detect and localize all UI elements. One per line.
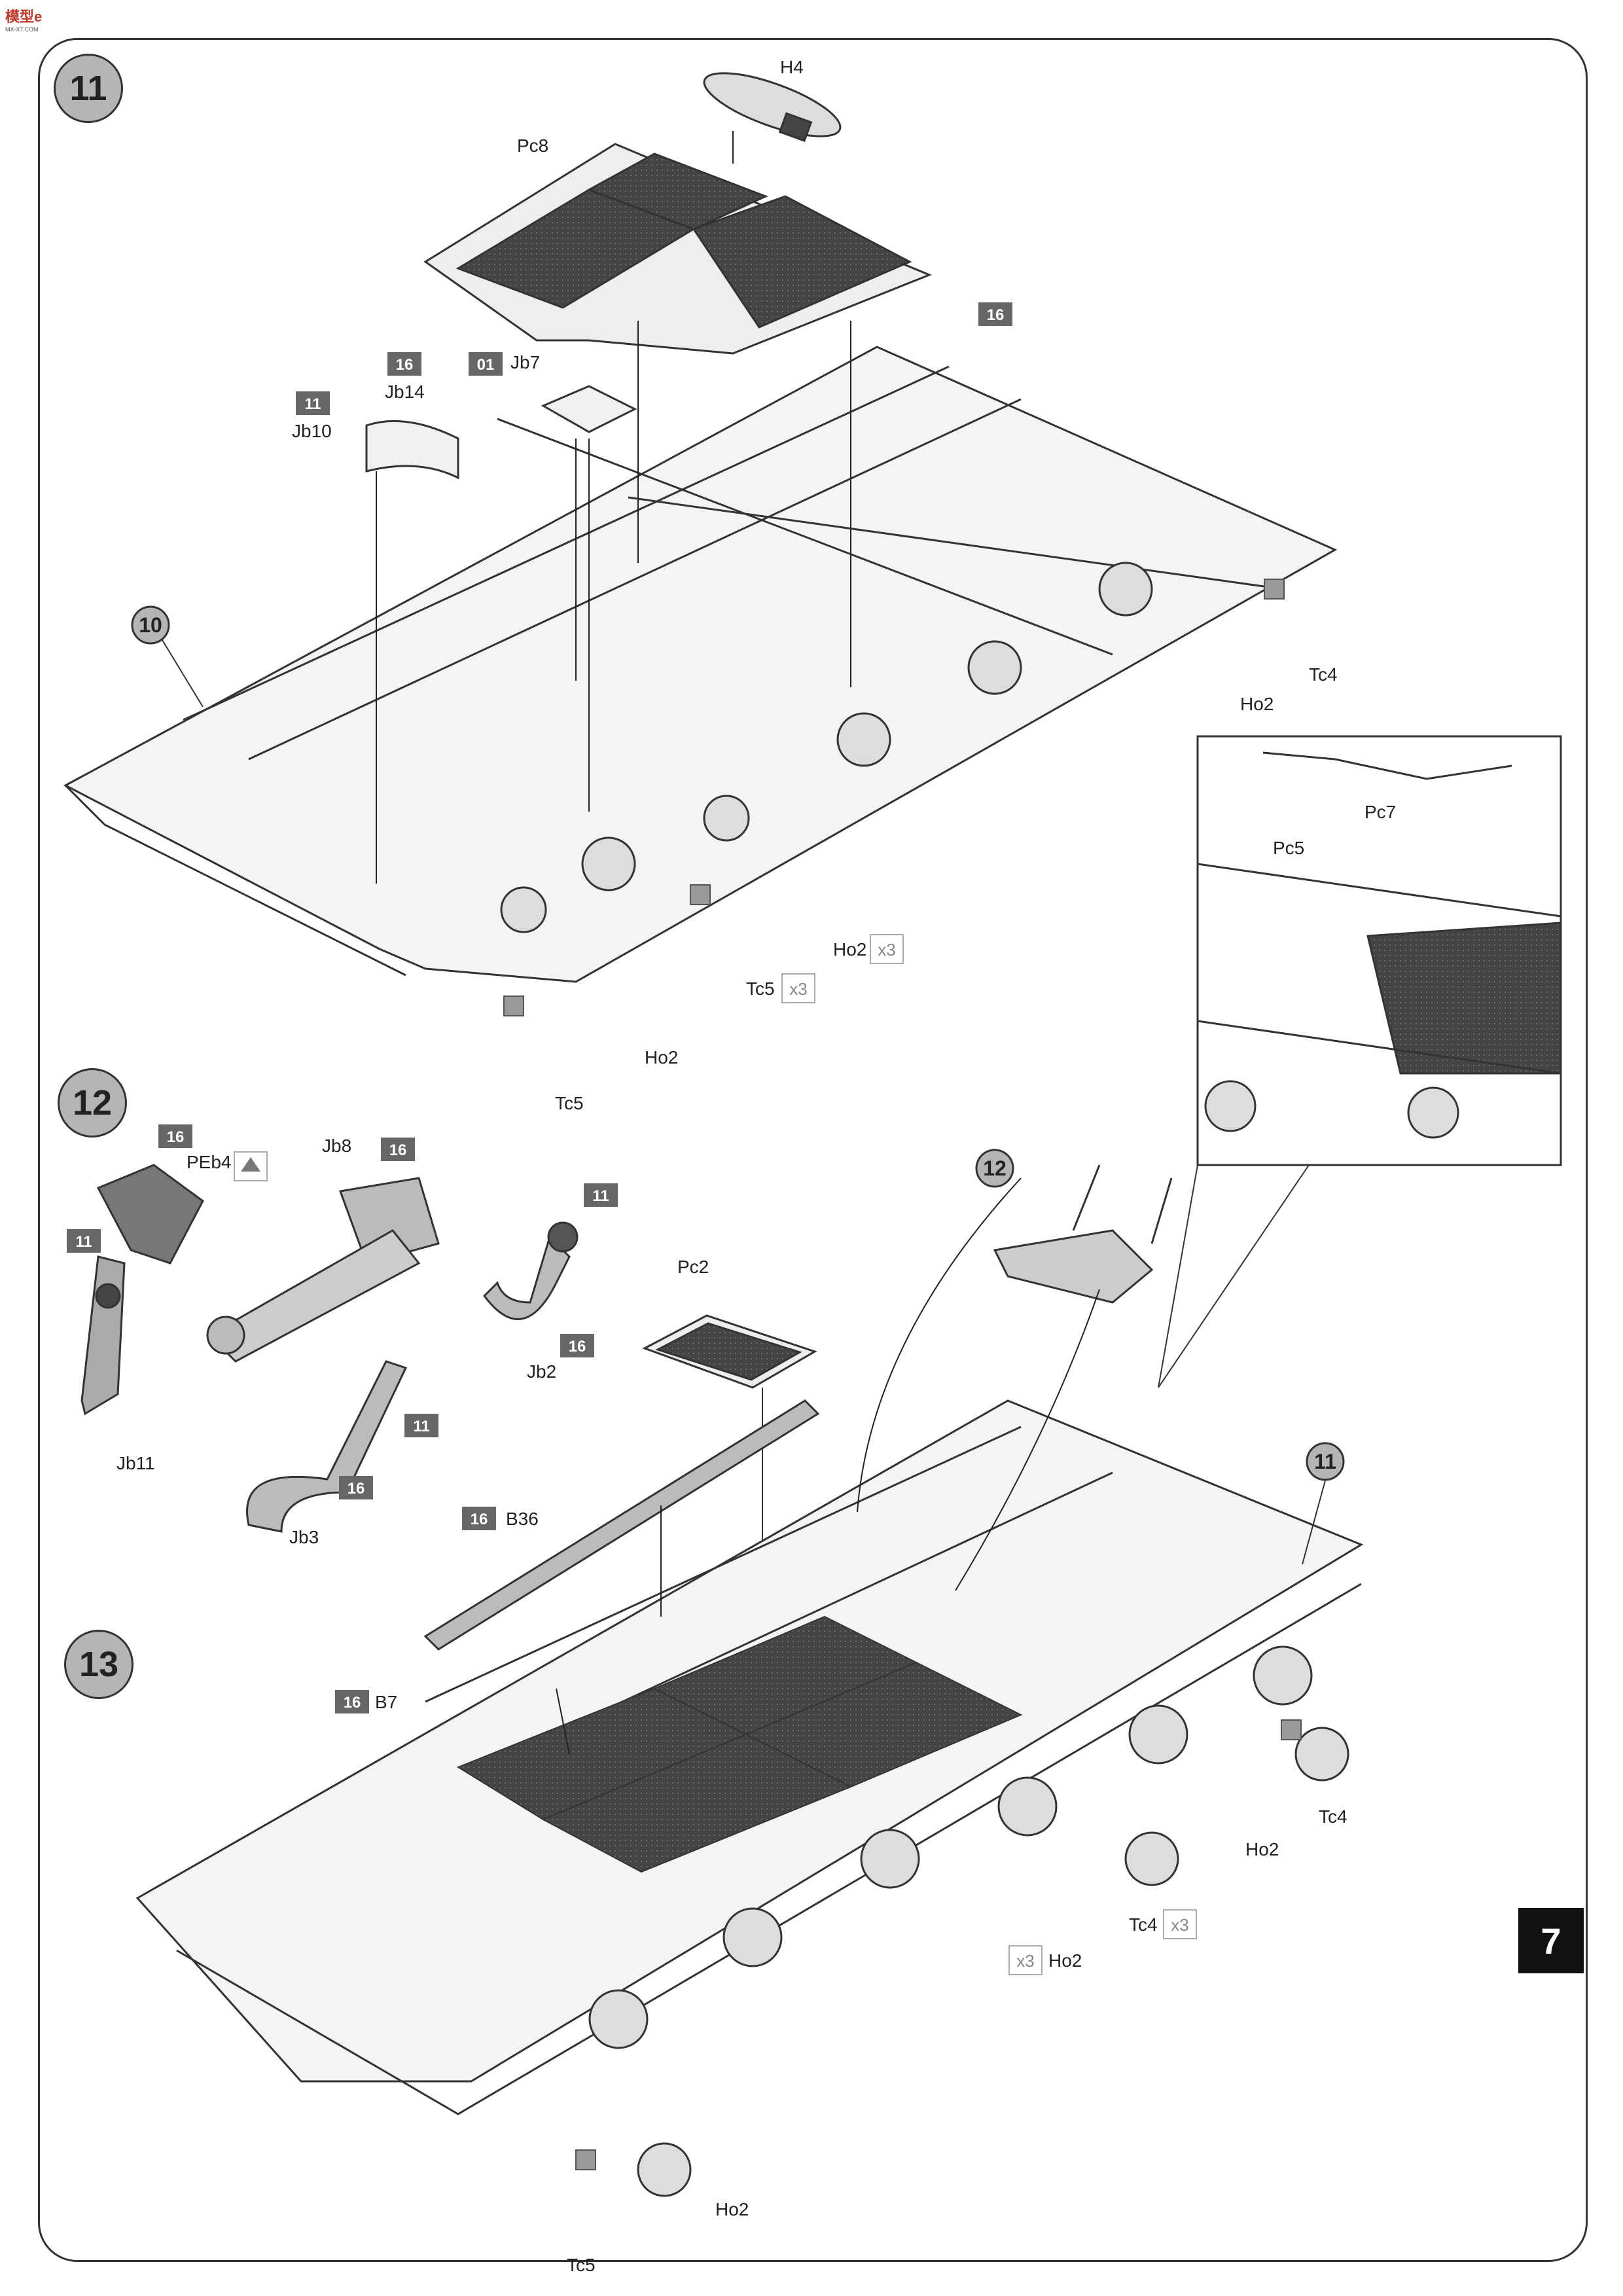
jb14-part xyxy=(365,420,459,480)
step-13-badge: 13 xyxy=(64,1630,134,1699)
svg-text:x3: x3 xyxy=(878,940,895,960)
sub-ref-10-text: 10 xyxy=(139,613,162,637)
logo-text: 模型e xyxy=(5,9,43,25)
label-peb4: PEb4 xyxy=(187,1152,232,1172)
qty-x3-a: x3 xyxy=(870,934,904,964)
glue-mark-icon xyxy=(503,579,1302,2170)
sprue-tag-16h: 16 xyxy=(335,1690,369,1713)
label-ho2-d: Ho2 xyxy=(1245,1839,1279,1859)
label-jb8: Jb8 xyxy=(322,1136,351,1156)
svg-text:16: 16 xyxy=(344,1694,361,1712)
label-pc8: Pc8 xyxy=(517,135,548,156)
label-jb3: Jb3 xyxy=(289,1527,319,1547)
svg-text:16: 16 xyxy=(167,1128,185,1146)
logo-sub: MX-XT.COM xyxy=(5,26,39,33)
sprue-tag-01: 01 xyxy=(469,352,503,376)
label-tc4-a: Tc4 xyxy=(1309,664,1338,685)
sprue-tag-16b: 16 xyxy=(387,352,421,376)
svg-text:01: 01 xyxy=(477,356,495,374)
sprue-tag-16f: 16 xyxy=(339,1476,373,1499)
label-tc5-a: Tc5 xyxy=(746,978,775,999)
label-jb11: Jb11 xyxy=(116,1453,155,1473)
sprue-tags: 16 16 01 11 16 16 11 11 16 11 16 16 16 xyxy=(67,302,1012,1713)
b36-rail xyxy=(423,1399,820,1651)
qty-x3-d: x3 xyxy=(1008,1945,1043,1975)
label-pc2: Pc2 xyxy=(677,1257,709,1277)
qty-x3-b: x3 xyxy=(781,973,815,1003)
label-tc5-b: Tc5 xyxy=(555,1093,584,1113)
label-jb14: Jb14 xyxy=(385,382,425,402)
jb7-part xyxy=(541,385,637,433)
sprue-tag-11d: 11 xyxy=(404,1414,438,1437)
step12-parts xyxy=(80,1164,579,1533)
label-tc4-b: Tc4 xyxy=(1319,1806,1347,1827)
step13-floor-plates xyxy=(456,1615,1023,1873)
label-h4: H4 xyxy=(780,57,804,77)
label-ho2-b: Ho2 xyxy=(833,939,866,960)
svg-text:16: 16 xyxy=(396,356,414,374)
sprue-tag-16a: 16 xyxy=(978,302,1012,326)
step-12-badge: 12 xyxy=(58,1068,127,1138)
sprue-tag-16c: 16 xyxy=(158,1124,192,1148)
sprue-tag-11c: 11 xyxy=(67,1229,101,1253)
label-jb10: Jb10 xyxy=(292,421,332,441)
sub-ref-11-text: 11 xyxy=(1314,1450,1336,1473)
pc2-grate xyxy=(642,1314,817,1702)
sprue-tag-16d: 16 xyxy=(381,1138,415,1161)
step11-guide-lines xyxy=(376,131,851,884)
svg-text:11: 11 xyxy=(75,1233,92,1251)
label-b7: B7 xyxy=(375,1692,397,1712)
step13-wheels xyxy=(588,1645,1349,2197)
step13-guide-lines xyxy=(556,1177,1100,1755)
svg-text:x3: x3 xyxy=(1016,1951,1034,1971)
svg-text:16: 16 xyxy=(987,306,1005,324)
sprue-tag-16e: 16 xyxy=(560,1334,594,1357)
step-11-badge: 11 xyxy=(54,54,123,123)
svg-text:16: 16 xyxy=(348,1480,365,1498)
label-b36: B36 xyxy=(506,1509,539,1529)
svg-text:x3: x3 xyxy=(1171,1915,1188,1935)
qty-x3-c: x3 xyxy=(1163,1909,1197,1939)
svg-text:11: 11 xyxy=(413,1418,429,1435)
step11-hull xyxy=(63,346,1338,983)
sub-ref-10: 10 xyxy=(131,605,204,708)
label-jb2: Jb2 xyxy=(527,1361,556,1382)
site-logo: 模型e MX-XT.COM xyxy=(5,5,42,33)
svg-text:16: 16 xyxy=(389,1141,407,1159)
sub-ref-11: 11 xyxy=(1302,1442,1345,1565)
svg-text:11: 11 xyxy=(592,1187,609,1205)
h4-shell xyxy=(703,72,842,143)
svg-text:16: 16 xyxy=(471,1511,488,1528)
step11-wheels xyxy=(500,562,1153,933)
svg-text:11: 11 xyxy=(304,395,321,413)
optional-part-icon xyxy=(234,1151,268,1181)
step13-upper-parts xyxy=(993,1164,1173,1304)
sub-ref-12: 12 xyxy=(975,1149,1014,1188)
svg-text:16: 16 xyxy=(569,1338,586,1355)
label-pc7: Pc7 xyxy=(1364,802,1396,822)
label-ho2-f: Ho2 xyxy=(715,2199,749,2219)
label-ho2-a: Ho2 xyxy=(1240,694,1274,714)
label-tc5-c: Tc5 xyxy=(567,2255,596,2275)
label-tc4-c: Tc4 xyxy=(1129,1914,1158,1935)
label-pc5: Pc5 xyxy=(1273,838,1304,858)
sub-ref-12-text: 12 xyxy=(983,1157,1007,1180)
sprue-tag-11b: 11 xyxy=(584,1183,618,1207)
label-jb7: Jb7 xyxy=(510,352,540,372)
page-frame xyxy=(38,38,1588,2262)
part-labels: H4 Pc8 Jb7 Jb14 Jb10 Tc4 Ho2 Ho2 Tc5 Ho2… xyxy=(116,57,1396,2275)
sprue-tag-16g: 16 xyxy=(462,1507,496,1530)
label-ho2-c: Ho2 xyxy=(645,1047,678,1067)
page-number: 7 xyxy=(1518,1908,1584,1973)
inset-detail xyxy=(1158,735,1562,1388)
svg-text:x3: x3 xyxy=(789,979,807,999)
sprue-tag-11a: 11 xyxy=(296,391,330,415)
quantity-markers: x3 x3 x3 x3 xyxy=(781,934,1197,1975)
pc8-floor-plate xyxy=(423,143,932,355)
label-ho2-e: Ho2 xyxy=(1048,1950,1082,1971)
